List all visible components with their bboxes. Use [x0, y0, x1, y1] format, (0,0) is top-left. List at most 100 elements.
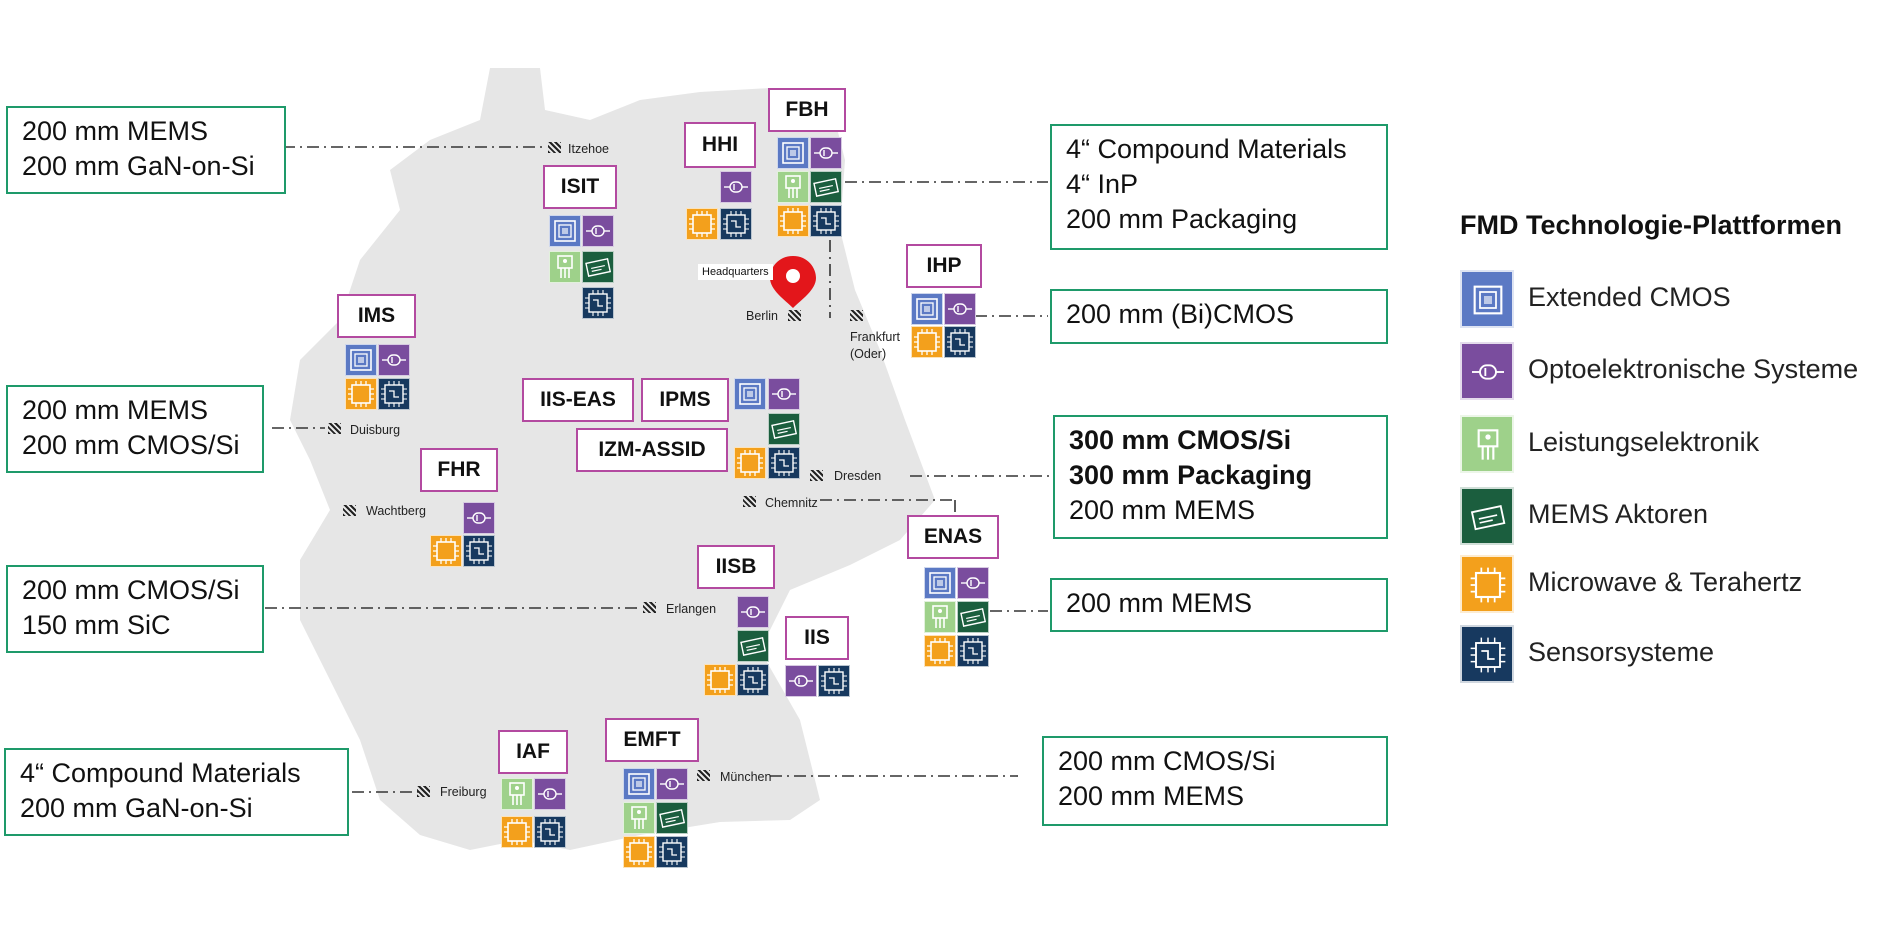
legend-label: Microwave & Terahertz: [1528, 567, 1803, 597]
laser-diode-icon: [534, 778, 566, 810]
institute-izm-assid: IZM-ASSID: [576, 428, 728, 472]
microwave-chip-icon: [1460, 555, 1514, 613]
laser-diode-icon: [737, 596, 769, 628]
sensor-circuit-icon: [582, 287, 614, 319]
capability-box-berlin: 4“ Compound Materials 4“ InP 200 mm Pack…: [1050, 124, 1388, 250]
chip-icon: [924, 567, 956, 599]
capability-line: 200 mm GaN-on-Si: [22, 151, 255, 181]
sensor-circuit-icon: [944, 326, 976, 358]
capability-box-erlangen: 200 mm CMOS/Si 150 mm SiC: [6, 565, 264, 653]
sensor-circuit-icon: [957, 635, 989, 667]
institute-isit: ISIT: [543, 165, 617, 209]
sensor-circuit-icon: [737, 664, 769, 696]
power-transistor-icon: [501, 778, 533, 810]
institute-iaf: IAF: [498, 730, 568, 774]
sensor-circuit-icon: [463, 535, 495, 567]
mems-actuator-icon: [768, 413, 800, 445]
chip-icon: [734, 378, 766, 410]
laser-diode-icon: [656, 768, 688, 800]
capability-box-muenchen: 200 mm CMOS/Si 200 mm MEMS: [1042, 736, 1388, 826]
legend-label: Optoelektronische Systeme: [1528, 354, 1859, 384]
chip-icon: [777, 137, 809, 169]
sensor-circuit-icon: [378, 378, 410, 410]
mems-actuator-icon: [957, 601, 989, 633]
institute-iis-eas: IIS-EAS: [522, 378, 634, 422]
laser-diode-icon: [785, 665, 817, 697]
institute-ims: IMS: [337, 294, 416, 338]
laser-diode-icon: [582, 215, 614, 247]
city-dresden: Dresden: [834, 469, 882, 483]
capability-line: 4“ InP: [1066, 169, 1139, 199]
power-transistor-icon: [777, 171, 809, 203]
laser-diode-icon: [463, 502, 495, 534]
city-frankfurt-oder: (Oder): [850, 347, 887, 361]
chip-icon: [623, 768, 655, 800]
microwave-chip-icon: [623, 836, 655, 868]
location-marker-icon: [417, 786, 430, 797]
power-transistor-icon: [1460, 415, 1514, 473]
capability-line: 200 mm CMOS/Si: [22, 575, 240, 605]
city-muenchen: München: [720, 770, 772, 784]
capability-box-freiburg: 4“ Compound Materials 200 mm GaN-on-Si: [4, 748, 349, 836]
microwave-chip-icon: [430, 535, 462, 567]
location-marker-icon: [850, 310, 863, 321]
city-itzehoe: Itzehoe: [568, 142, 610, 156]
city-erlangen: Erlangen: [666, 602, 717, 616]
capability-line: 150 mm SiC: [22, 610, 171, 640]
microwave-chip-icon: [686, 208, 718, 240]
mems-actuator-icon: [656, 802, 688, 834]
capability-line: 300 mm Packaging: [1069, 460, 1313, 490]
capability-box-duisburg: 200 mm MEMS 200 mm CMOS/Si: [6, 385, 264, 473]
capability-line: 200 mm CMOS/Si: [22, 430, 240, 460]
laser-diode-icon: [768, 378, 800, 410]
sensor-circuit-icon: [768, 447, 800, 479]
laser-diode-icon: [944, 293, 976, 325]
chip-icon: [1460, 270, 1514, 328]
location-marker-icon: [643, 602, 656, 613]
institute-emft: EMFT: [605, 718, 699, 762]
laser-diode-icon: [810, 137, 842, 169]
sensor-circuit-icon: [810, 205, 842, 237]
legend-label: Sensorsysteme: [1528, 637, 1715, 667]
city-berlin: Berlin: [746, 309, 778, 323]
institute-hhi: HHI: [684, 122, 756, 168]
sensor-circuit-icon: [720, 208, 752, 240]
capability-line: 200 mm MEMS: [22, 395, 209, 425]
sensor-circuit-icon: [534, 816, 566, 848]
power-transistor-icon: [549, 251, 581, 283]
institute-fbh: FBH: [768, 88, 846, 132]
sensor-circuit-icon: [1460, 625, 1514, 683]
chip-icon: [549, 215, 581, 247]
capability-line: 200 mm CMOS/Si: [1058, 746, 1276, 776]
location-marker-icon: [343, 505, 356, 516]
institute-enas: ENAS: [907, 515, 999, 559]
capability-box-chemnitz: 200 mm MEMS: [1050, 578, 1388, 632]
capability-line: 200 mm MEMS: [1066, 588, 1253, 618]
city-freiburg: Freiburg: [440, 785, 487, 799]
city-wachtberg: Wachtberg: [366, 504, 426, 518]
capability-line: 200 mm MEMS: [22, 116, 209, 146]
institute-ihp: IHP: [906, 244, 982, 288]
microwave-chip-icon: [911, 326, 943, 358]
capability-line: 200 mm Packaging: [1066, 204, 1298, 234]
location-marker-icon: [788, 310, 801, 321]
location-marker-icon: [810, 470, 823, 481]
legend-label: Leistungselektronik: [1528, 427, 1760, 457]
city-duisburg: Duisburg: [350, 423, 401, 437]
capability-line: 200 mm (Bi)CMOS: [1066, 299, 1295, 329]
capability-box-frankfurt: 200 mm (Bi)CMOS: [1050, 289, 1388, 344]
mems-actuator-icon: [810, 171, 842, 203]
city-frankfurt: Frankfurt: [850, 330, 901, 344]
location-marker-icon: [743, 496, 756, 507]
microwave-chip-icon: [924, 635, 956, 667]
institute-fhr: FHR: [420, 448, 498, 492]
headquarters-pin-icon: [770, 256, 816, 308]
laser-diode-icon: [1460, 342, 1514, 400]
mems-actuator-icon: [582, 251, 614, 283]
capability-line: 4“ Compound Materials: [1066, 134, 1347, 164]
microwave-chip-icon: [345, 378, 377, 410]
chip-icon: [345, 344, 377, 376]
power-transistor-icon: [924, 601, 956, 633]
microwave-chip-icon: [501, 816, 533, 848]
